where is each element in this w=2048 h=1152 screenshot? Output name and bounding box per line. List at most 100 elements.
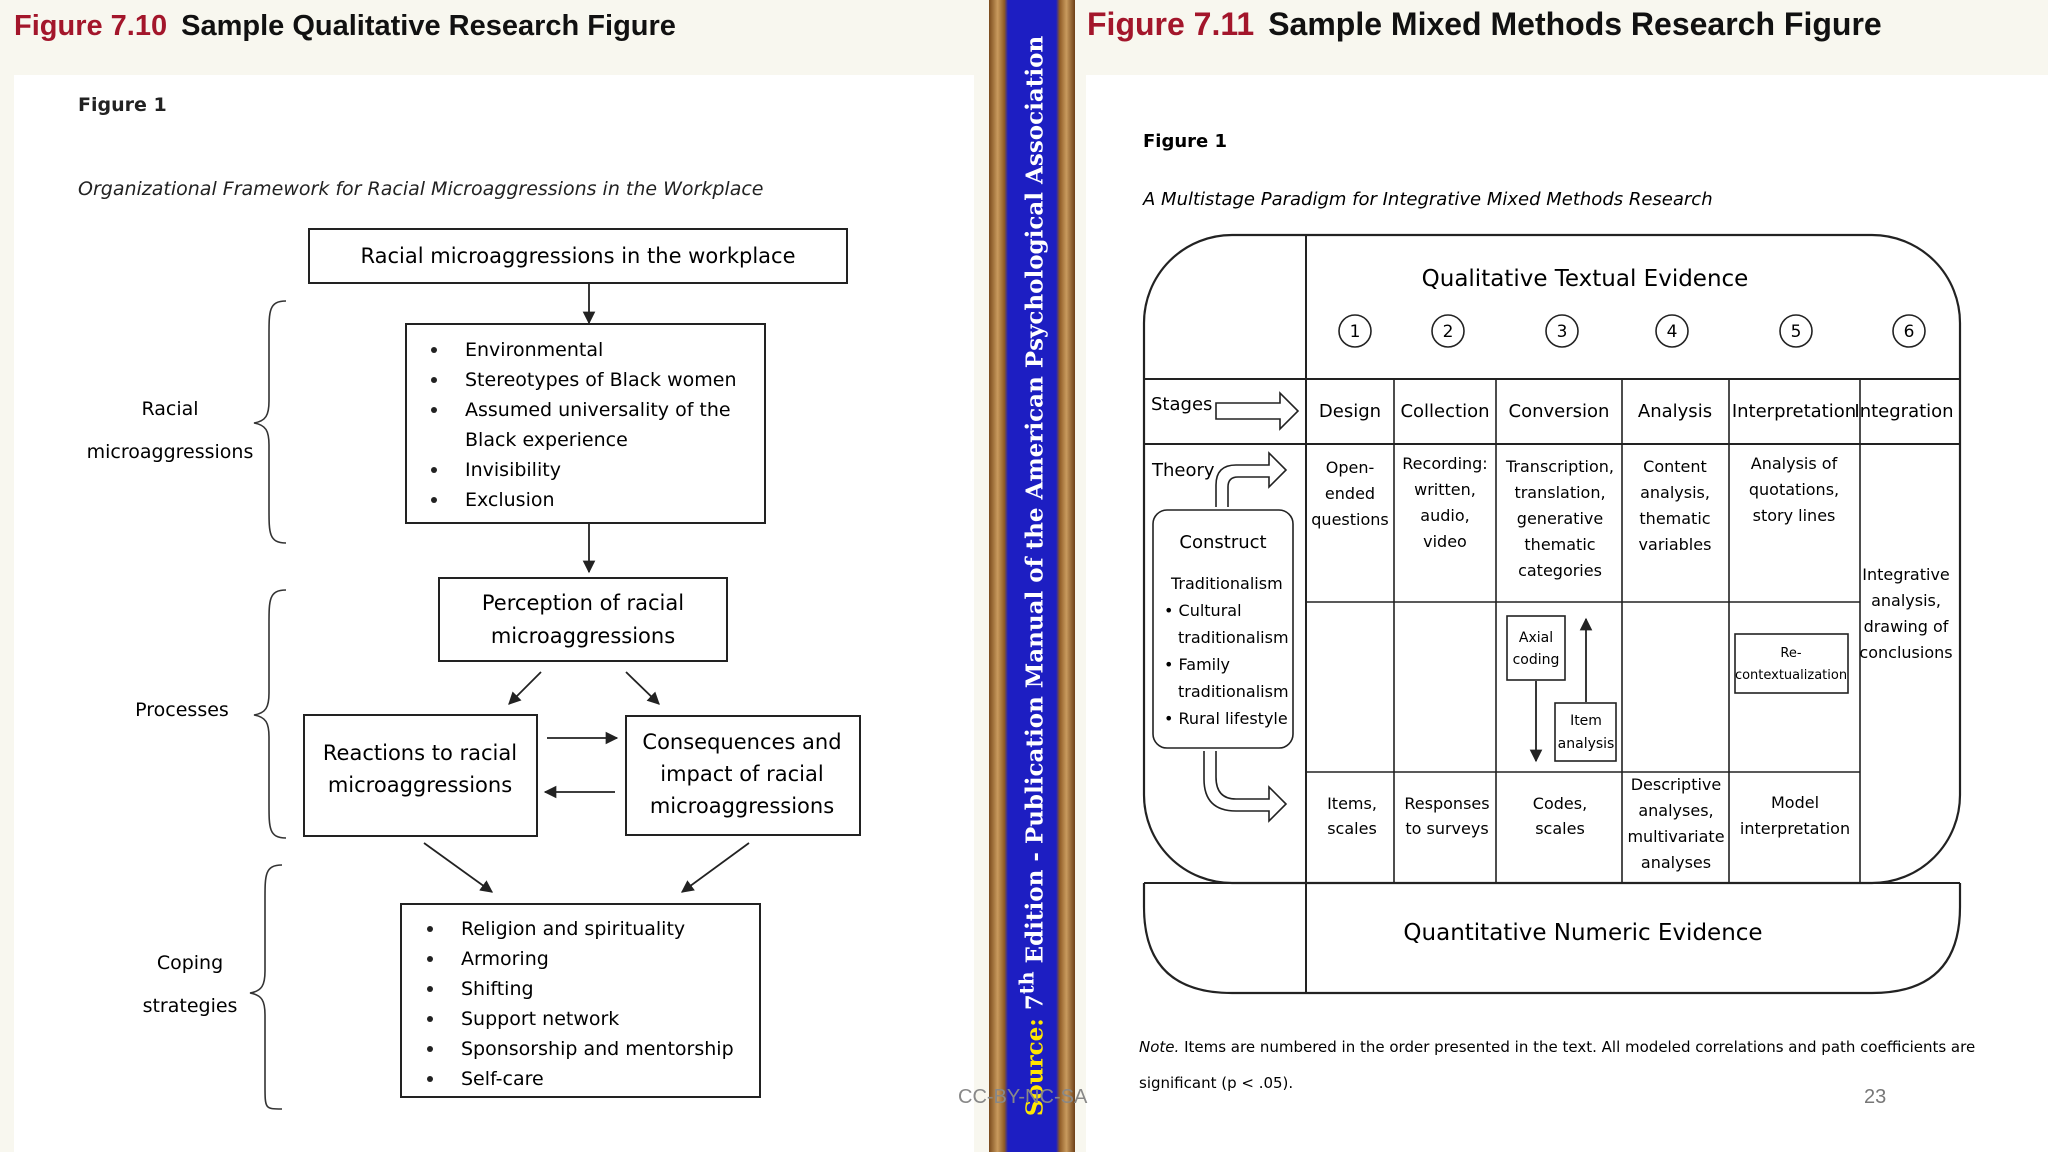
arrow-reactions-to-coping — [423, 842, 494, 893]
consequences-line: impact of racial — [660, 762, 823, 786]
right-figure-number: Figure 7.11 — [1087, 6, 1255, 42]
consequences-line: microaggressions — [650, 794, 834, 818]
side-label-processes: Processes — [135, 699, 229, 721]
recontext-line: contextualization — [1735, 668, 1847, 683]
note-text-1: Items are numbered in the order presente… — [1184, 1038, 1975, 1056]
bullet-item: Invisibility — [465, 459, 561, 481]
conversion-quant-line: Codes, — [1533, 794, 1587, 813]
analysis-qual-line: analysis, — [1640, 483, 1710, 502]
left-fig-label: Figure 1 — [78, 94, 167, 116]
quant-frame — [1142, 883, 1962, 995]
spine-edition-sup: th — [1015, 971, 1039, 995]
consequences-line: Consequences and — [642, 730, 841, 754]
side-label-coping: Coping — [157, 952, 223, 974]
note-label: Note. — [1139, 1038, 1179, 1056]
stage-collection: Collection — [1400, 401, 1489, 422]
spine-edition-prefix: 7 — [1021, 994, 1049, 1011]
left-figure-number: Figure 7.10 — [14, 10, 168, 42]
step-circle-2 — [1431, 314, 1465, 348]
side-label-racial: Racial — [141, 398, 198, 420]
step-number: 6 — [1904, 322, 1915, 342]
note-line-2: significant (p < .05). — [1139, 1074, 1293, 1092]
collection-quant-line: to surveys — [1405, 819, 1488, 838]
step-circle-4 — [1655, 314, 1689, 348]
paradigm-frame — [1142, 233, 1962, 885]
step-circle-5 — [1779, 314, 1813, 348]
collection-qual-line: written, — [1414, 480, 1476, 499]
reactions-line: Reactions to racial — [323, 741, 517, 765]
stages-label: Stages — [1151, 394, 1212, 415]
stage-integration: Integration — [1854, 401, 1953, 422]
theory-label: Theory — [1151, 460, 1215, 481]
design-qual-line: questions — [1311, 510, 1388, 529]
step-number: 4 — [1667, 322, 1678, 342]
bullet-item: Stereotypes of Black women — [465, 369, 737, 391]
mixed-methods-figure-panel: Figure 1 A Multistage Paradigm for Integ… — [1086, 75, 2048, 1152]
axial-coding-line: coding — [1513, 652, 1560, 668]
recontextualization-box — [1734, 633, 1849, 694]
interpretation-qual-line: quotations, — [1749, 480, 1839, 499]
recontext-line: Re- — [1780, 646, 1801, 661]
conversion-quant-line: scales — [1535, 819, 1585, 838]
integration-line: Integrative — [1862, 565, 1950, 584]
construct-line: Traditionalism — [1170, 574, 1283, 593]
step-number: 5 — [1791, 322, 1802, 342]
stage-interpretation: Interpretation — [1732, 401, 1856, 422]
note-line-1: Note. Items are numbered in the order pr… — [1139, 1038, 1975, 1056]
conversion-qual-line: thematic — [1524, 535, 1595, 554]
license-label: CC-BY-NC-SA — [958, 1086, 1088, 1108]
collection-quant-line: Responses — [1404, 794, 1489, 813]
left-fig-caption: Organizational Framework for Racial Micr… — [78, 178, 763, 200]
step-circle-3 — [1545, 314, 1579, 348]
brace-racial — [253, 300, 287, 544]
integration-line: drawing of — [1864, 617, 1949, 636]
quantitative-footer: Quantitative Numeric Evidence — [1403, 920, 1762, 946]
interpretation-qual-line: Analysis of — [1751, 454, 1838, 473]
spine-edition-text: Edition - Publication Manual of the Amer… — [1021, 35, 1049, 972]
stage-conversion: Conversion — [1509, 401, 1610, 422]
brace-coping — [249, 864, 283, 1110]
perception-box — [438, 577, 728, 662]
top-box — [308, 228, 848, 284]
qualitative-figure-panel: Figure 1 Organizational Framework for Ra… — [14, 75, 974, 1152]
qualitative-header: Qualitative Textual Evidence — [1422, 266, 1749, 292]
coping-item: Armoring — [461, 948, 549, 970]
item-analysis-box — [1554, 702, 1617, 762]
perception-line: microaggressions — [491, 624, 675, 648]
construct-title: Construct — [1179, 532, 1266, 553]
interpretation-quant-line: interpretation — [1740, 819, 1850, 838]
side-label-microaggressions: microaggressions — [87, 441, 254, 463]
interpretation-quant-line: Model — [1771, 793, 1819, 812]
brace-processes — [253, 589, 287, 839]
perception-line: Perception of racial — [482, 591, 684, 615]
collection-qual-line: audio, — [1420, 506, 1469, 525]
construct-line: • Family — [1164, 655, 1230, 674]
analysis-qual-line: thematic — [1639, 509, 1710, 528]
arrow-perception-to-consequences — [625, 671, 660, 705]
book-spine: Source: 7th Edition - Publication Manual… — [989, 0, 1075, 1152]
racial-microaggressions-box — [405, 323, 766, 524]
mixed-methods-diagram: Figure 1 A Multistage Paradigm for Integ… — [1139, 131, 1975, 1092]
spine-source-text: Source: 7th Edition - Publication Manual… — [1016, 36, 1049, 1116]
qualitative-framework-diagram: Figure 1 Organizational Framework for Ra… — [78, 94, 861, 1110]
page-number: 23 — [1864, 1086, 1887, 1108]
theory-arrow-icon — [1215, 451, 1288, 507]
construct-line: • Rural lifestyle — [1164, 709, 1288, 728]
design-qual-line: Open- — [1326, 458, 1375, 477]
arrow-consequences-to-coping — [680, 842, 750, 893]
coping-item: Religion and spirituality — [461, 918, 685, 940]
coping-item: Support network — [461, 1008, 619, 1030]
step-circle-1 — [1338, 314, 1372, 348]
construct-line: traditionalism — [1178, 682, 1289, 701]
collection-qual-line: Recording: — [1402, 454, 1487, 473]
reactions-box — [303, 714, 538, 837]
coping-strategies-box — [400, 903, 761, 1098]
design-quant-line: scales — [1327, 819, 1377, 838]
arrow-perception-to-reactions — [508, 671, 542, 705]
bullet-item: Environmental — [465, 339, 603, 361]
step-number: 3 — [1557, 322, 1568, 342]
collection-qual-line: video — [1423, 532, 1467, 551]
right-fig-label: Figure 1 — [1143, 131, 1227, 152]
side-label-strategies: strategies — [143, 995, 238, 1017]
